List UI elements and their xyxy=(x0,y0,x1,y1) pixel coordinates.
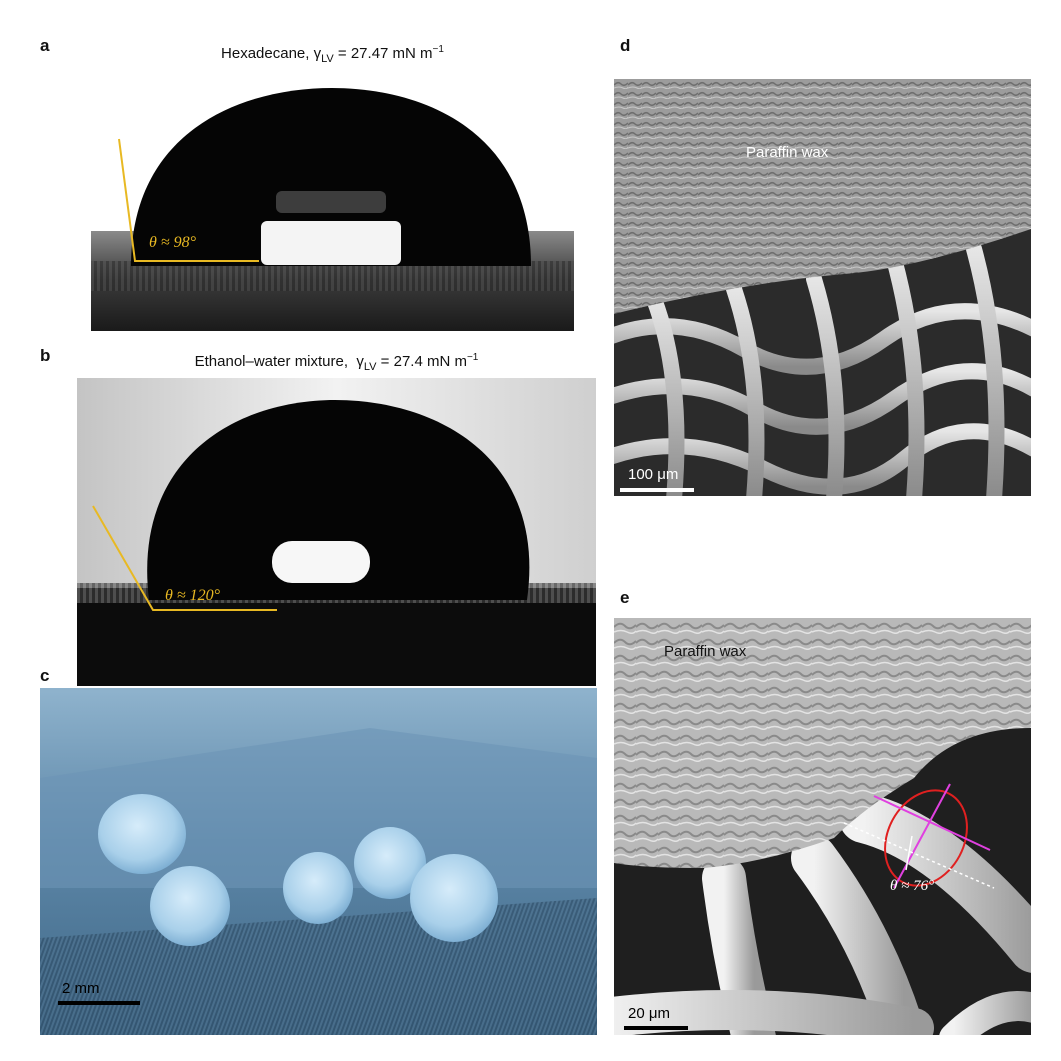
droplet-b-figure: θ ≈ 120° xyxy=(77,378,596,686)
normal-line xyxy=(893,783,951,889)
angle-pointer xyxy=(905,835,913,871)
droplet-4 xyxy=(354,827,426,899)
contact-angle-line xyxy=(92,505,277,611)
woven-fibers xyxy=(614,793,1031,1035)
droplet-reflection-upper xyxy=(276,191,386,213)
panel-b-image: θ ≈ 120° xyxy=(77,378,596,686)
contact-angle-label: θ ≈ 76° xyxy=(890,878,934,894)
gamma-subscript: LV xyxy=(321,53,334,65)
gamma-subscript: LV xyxy=(363,361,377,373)
gamma-exponent: −1 xyxy=(466,352,479,363)
sem-image-d: Paraffin wax 100 μm xyxy=(614,79,1031,496)
droplet-5 xyxy=(410,854,498,942)
caption-b-liquid: Ethanol–water mixture, xyxy=(194,353,349,370)
droplets-photo: 2 mm xyxy=(40,688,597,1035)
paraffin-wax-layer xyxy=(614,79,1031,314)
droplet xyxy=(131,88,531,266)
tangent-line xyxy=(873,795,991,851)
scale-bar-label: 20 μm xyxy=(628,1005,670,1022)
gamma-symbol: γ xyxy=(356,353,364,370)
panel-c-image: 2 mm xyxy=(40,688,597,1035)
gamma-symbol: γ xyxy=(313,45,322,62)
panel-label-a: a xyxy=(40,36,50,55)
droplet-1 xyxy=(98,794,186,874)
caption-a-liquid: Hexadecane xyxy=(221,45,306,62)
droplet-2 xyxy=(150,866,230,946)
panel-label-b: b xyxy=(40,346,51,365)
caption-a: Hexadecane, γLV = 27.47 mN m−1 xyxy=(221,44,444,65)
scale-bar-label: 100 μm xyxy=(628,466,678,483)
droplet xyxy=(147,400,530,600)
panel-e-image: θ ≈ 76° Paraffin wax 20 μm xyxy=(614,618,1031,1035)
substrate xyxy=(77,588,596,686)
woven-mesh xyxy=(614,241,1031,496)
gamma-exponent: −1 xyxy=(432,44,444,55)
droplet-3 xyxy=(283,852,353,924)
gamma-value: = 27.47 mN m xyxy=(333,45,433,62)
sem-image-e: θ ≈ 76° Paraffin wax 20 μm xyxy=(614,618,1031,1035)
panel-label-e: e xyxy=(620,588,630,607)
caption-b: Ethanol–water mixture, γLV = 27.4 mN m−1 xyxy=(77,352,596,373)
contact-angle-label: θ ≈ 98° xyxy=(149,234,197,251)
panel-label-c: c xyxy=(40,666,50,685)
panel-label-d: d xyxy=(620,36,631,55)
contact-angle-line xyxy=(118,138,259,262)
material-label: Paraffin wax xyxy=(664,643,747,660)
scale-bar-label: 2 mm xyxy=(62,980,100,997)
panel-a-image: θ ≈ 98° xyxy=(91,71,574,331)
droplet-reflection xyxy=(272,541,370,583)
contact-angle-label: θ ≈ 120° xyxy=(165,587,221,604)
gamma-value: = 27.4 mN m xyxy=(376,353,467,370)
droplet-a-figure: θ ≈ 98° xyxy=(91,71,574,331)
contact-ellipse xyxy=(884,789,968,887)
material-label: Paraffin wax xyxy=(746,144,829,161)
panel-d-image: Paraffin wax 100 μm xyxy=(614,79,1031,496)
droplet-reflection xyxy=(261,221,401,265)
paraffin-wax-layer xyxy=(614,618,1031,868)
